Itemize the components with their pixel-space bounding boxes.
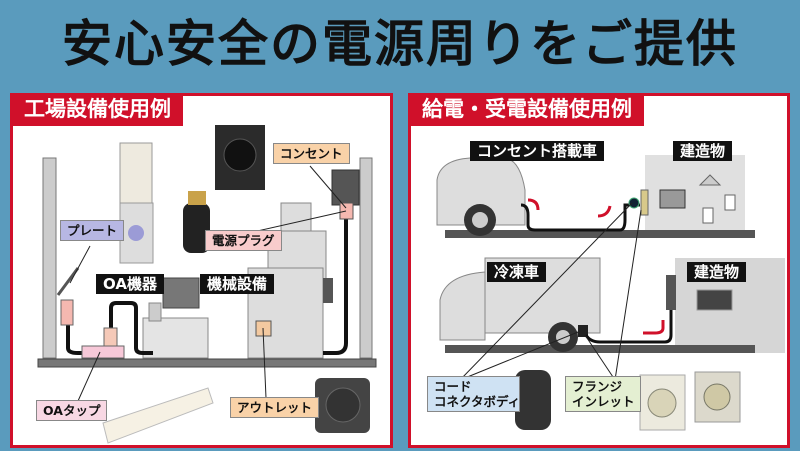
label-outlet: アウトレット — [230, 397, 320, 418]
power-supply-heading: 給電・受電設備使用例 — [408, 93, 644, 126]
label-cord-connector-line2: コネクタボディ — [434, 394, 521, 409]
factory-illustration — [37, 125, 377, 444]
label-flange-inlet-line2: インレット — [572, 394, 635, 409]
label-oa-tap: OAタップ — [36, 400, 108, 421]
power-supply-illustration — [436, 155, 785, 431]
page-title: 安心安全の電源周りをご提供 — [62, 15, 738, 73]
label-building-bottom: 建造物 — [687, 262, 747, 282]
factory-panel: 工場設備使用例 プレート コンセント 電源プラグ OA機器 機械設備 OAタップ… — [10, 93, 393, 448]
label-oa-equipment: OA機器 — [96, 274, 164, 294]
power-supply-panel: 給電・受電設備使用例 コンセント搭載車 建造物 冷凍車 建造物 コード コネクタ… — [408, 93, 790, 448]
label-flange-inlet: フランジ インレット — [565, 376, 641, 412]
label-cord-connector-line1: コード — [434, 379, 472, 394]
label-machinery: 機械設備 — [200, 274, 275, 294]
factory-heading: 工場設備使用例 — [10, 93, 183, 126]
label-flange-inlet-line1: フランジ — [572, 379, 623, 394]
label-refrigerated-truck: 冷凍車 — [487, 262, 547, 282]
label-building-top: 建造物 — [673, 141, 733, 161]
label-power-plug: 電源プラグ — [205, 230, 282, 251]
label-cord-connector-body: コード コネクタボディ — [427, 376, 520, 412]
label-receptacle: コンセント — [273, 143, 350, 164]
label-outlet-vehicle: コンセント搭載車 — [470, 141, 605, 161]
label-plate: プレート — [60, 220, 125, 241]
